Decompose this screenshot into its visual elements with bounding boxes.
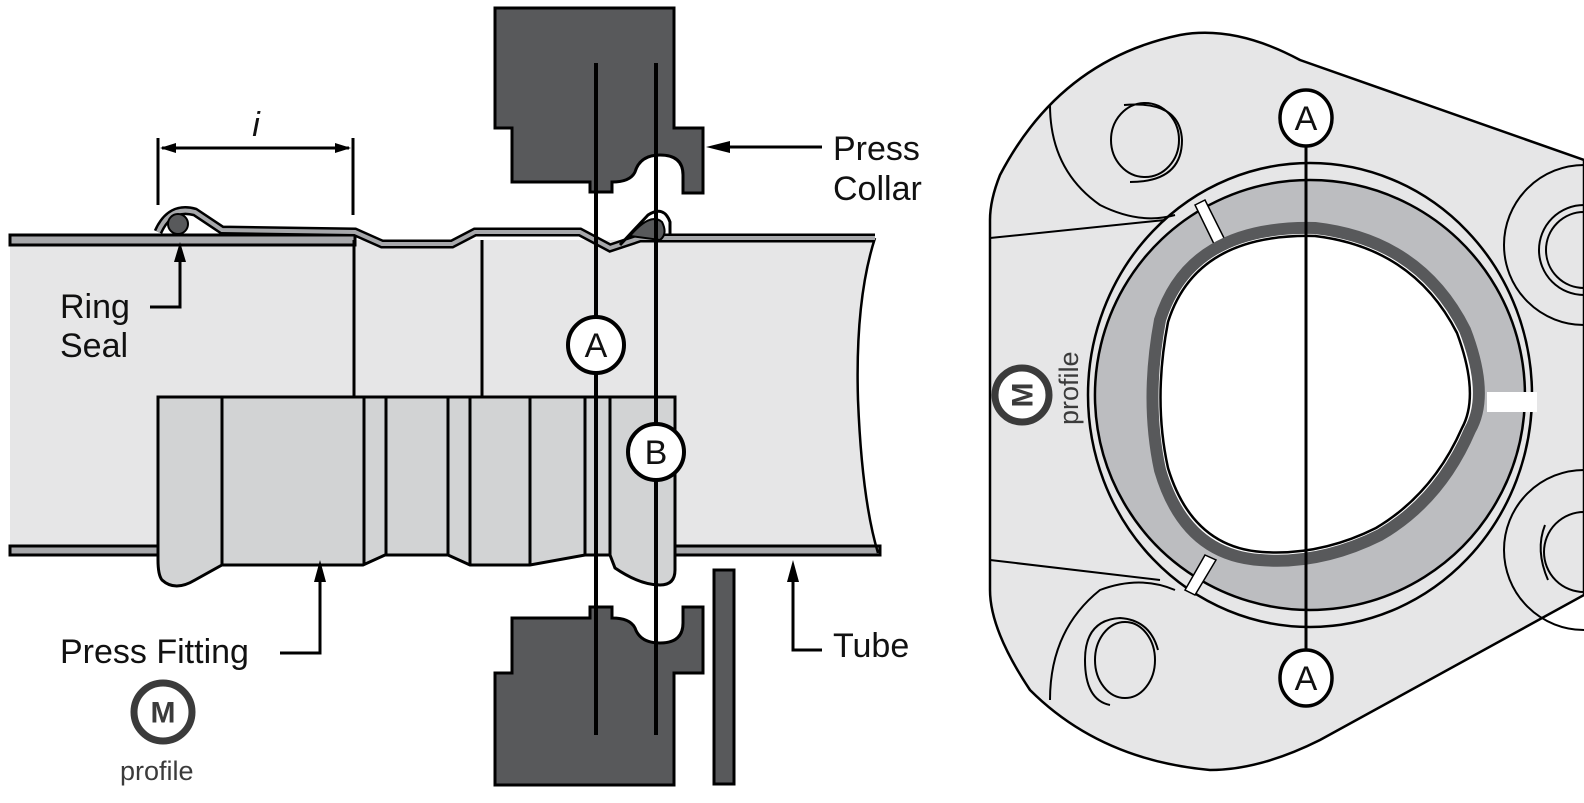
m-profile-logo-rotated: M profile: [991, 351, 1084, 426]
tube-label: Tube: [833, 627, 909, 665]
ring-seal-leader: [150, 242, 186, 309]
fitting-upper-profile-inner: [156, 208, 875, 251]
press-fitting-label: Press Fitting: [60, 633, 249, 671]
logo-word-rotated: profile: [1054, 351, 1084, 425]
press-collar-label-line2: Collar: [833, 170, 922, 208]
logo-word: profile: [120, 756, 194, 786]
pin-lower-left: [1083, 616, 1159, 706]
marker-a-bottom: A: [1278, 648, 1334, 708]
pin-upper-right: [1503, 164, 1584, 326]
dimension-i: [156, 138, 355, 215]
collar-split-line: [989, 559, 1161, 581]
press-collar-upper: [493, 6, 705, 195]
tube-bottom-wall: [8, 544, 162, 557]
collar-split-line: [989, 219, 1166, 239]
marker-b-side: B: [626, 422, 686, 482]
band-slit-right: [1487, 392, 1537, 412]
hinge-lobe-upper: [1049, 104, 1176, 220]
front-collar-view: A A M profile: [988, 31, 1584, 772]
m-profile-logo: M profile: [120, 679, 196, 786]
press-fitting-leader: [280, 560, 326, 655]
collar-inner-seal-edge: [1159, 234, 1472, 554]
pin-upper-left: [1110, 102, 1184, 183]
ring-seal-label-line1: Ring: [60, 288, 130, 326]
marker-a-top: A: [1278, 88, 1334, 148]
fitting-section-lines: [220, 397, 612, 565]
marker-a-side: A: [566, 315, 626, 375]
marker-a-text: A: [585, 327, 608, 365]
logo-letter: M: [151, 697, 176, 730]
side-section-view: A B i Ring Seal Press Collar: [8, 6, 922, 787]
tube-top-wall: [8, 233, 357, 247]
marker-a-top-text: A: [1295, 100, 1318, 138]
logo-letter-rotated: M: [1007, 383, 1040, 408]
marker-b-text: B: [645, 434, 668, 472]
ring-seal-right-hood: [618, 209, 672, 247]
press-collar-leader: [706, 141, 822, 153]
hinge-lobe-lower: [1049, 581, 1176, 701]
press-collar-label-line1: Press: [833, 130, 920, 168]
dimension-i-label: i: [252, 106, 261, 144]
marker-a-bottom-text: A: [1295, 660, 1318, 698]
tube-leader: [787, 560, 822, 652]
tube-bottom-wall-right: [673, 544, 882, 557]
band-slit-lower: [1183, 554, 1218, 596]
ring-seal-label-line2: Seal: [60, 327, 128, 365]
tube-break-edge: [856, 237, 880, 554]
pin-lower-right: [1503, 469, 1584, 631]
press-collar-lower: [493, 605, 705, 787]
stop-plate: [712, 568, 736, 786]
ring-seal-left: [167, 213, 189, 235]
